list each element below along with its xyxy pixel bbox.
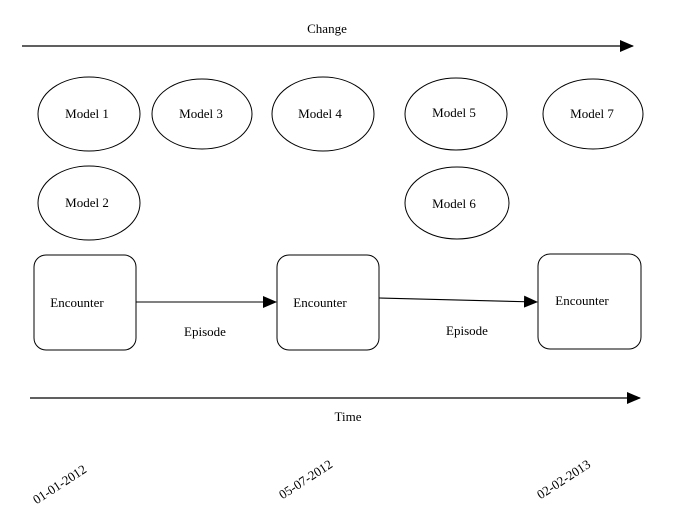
episode-arrow-2 [378, 295, 538, 308]
date-label-2: 05-07-2012 [276, 456, 335, 502]
model-2: Model 2 [37, 165, 141, 241]
model-6-label: Model 6 [432, 196, 476, 211]
change-label: Change [307, 21, 347, 36]
model-5-label: Model 5 [432, 105, 476, 120]
model-3-label: Model 3 [179, 106, 223, 121]
model-6: Model 6 [404, 166, 510, 240]
episode-1-label: Episode [184, 324, 226, 339]
model-4-label: Model 4 [298, 106, 342, 121]
episode-2-label: Episode [446, 323, 488, 338]
encounter-1: Encounter [33, 254, 137, 351]
time-label: Time [335, 409, 362, 424]
model-5: Model 5 [404, 77, 508, 151]
date-label-1: 01-01-2012 [30, 461, 89, 507]
model-3: Model 3 [151, 78, 253, 150]
model-1: Model 1 [37, 76, 141, 152]
model-7-label: Model 7 [570, 106, 614, 121]
model-7: Model 7 [542, 78, 644, 150]
model-1-label: Model 1 [65, 106, 109, 121]
date-label-3: 02-02-2013 [534, 456, 593, 502]
encounter-2: Encounter [276, 254, 380, 351]
encounter-3: Encounter [537, 253, 642, 350]
encounter-3-label: Encounter [555, 293, 609, 308]
model-4: Model 4 [271, 76, 375, 152]
model-2-label: Model 2 [65, 195, 109, 210]
encounter-1-label: Encounter [50, 295, 104, 310]
encounter-2-label: Encounter [293, 295, 347, 310]
